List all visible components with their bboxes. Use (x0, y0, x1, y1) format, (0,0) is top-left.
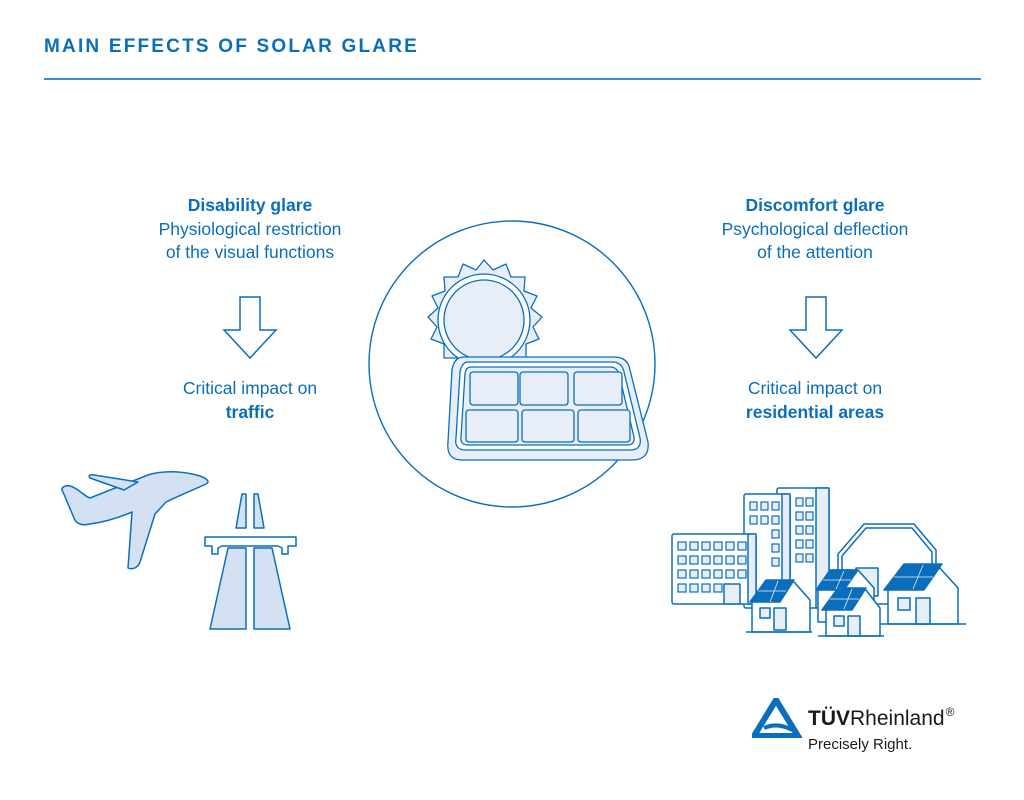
residential-impact-prefix: Critical impact on (747, 378, 883, 398)
disability-glare-block: Disability glare Physiological restricti… (120, 194, 380, 265)
discomfort-glare-heading: Discomfort glare (745, 195, 885, 215)
residential-impact-block: Critical impact on residential areas (685, 377, 945, 424)
sun-and-solar-panel-icon (368, 220, 656, 508)
discomfort-glare-block: Discomfort glare Psychological deflectio… (685, 194, 945, 265)
brand-name: TÜVRheinland® (808, 705, 955, 731)
down-arrow-icon (788, 296, 844, 360)
disability-glare-heading: Disability glare (187, 195, 313, 215)
traffic-impact-target: traffic (225, 401, 275, 422)
highway-icon (204, 493, 297, 630)
disability-glare-line2: of the visual functions (165, 242, 335, 262)
registered-mark: ® (945, 705, 955, 719)
traffic-impact-prefix: Critical impact on (182, 378, 318, 398)
down-arrow-icon (222, 296, 278, 360)
discomfort-glare-line1: Psychological deflection (721, 218, 909, 239)
brand-name-regular: Rheinland (850, 707, 945, 730)
tuv-rheinland-logo-icon (752, 698, 802, 738)
page-title: MAIN EFFECTS OF SOLAR GLARE (44, 36, 420, 57)
brand-tagline: Precisely Right. (808, 736, 913, 753)
traffic-impact-block: Critical impact on traffic (120, 377, 380, 424)
brand-name-bold: TÜV (808, 707, 850, 730)
residential-impact-target: residential areas (745, 401, 885, 422)
residential-buildings-icon (671, 487, 966, 637)
title-divider (44, 78, 981, 80)
airplane-icon (61, 471, 209, 570)
discomfort-glare-line2: of the attention (757, 242, 873, 262)
disability-glare-line1: Physiological restriction (158, 218, 342, 239)
